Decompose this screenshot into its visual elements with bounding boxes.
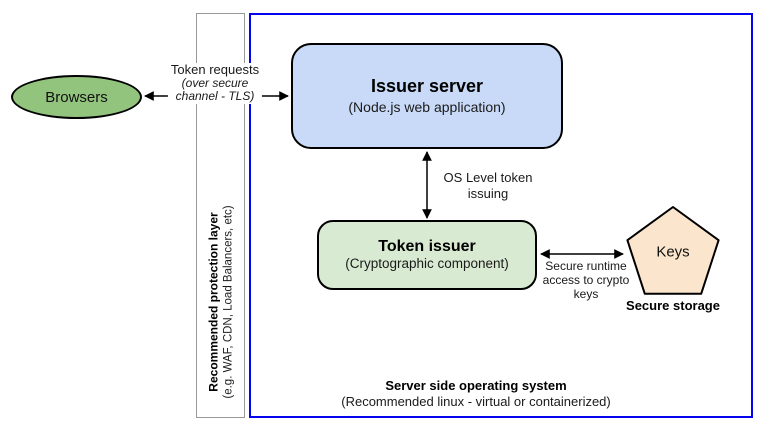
- token-requests-line3: channel - TLS): [175, 89, 255, 103]
- os-level-token-label: OS Level token issuing: [443, 170, 533, 203]
- token-requests-line2: (over secure: [181, 75, 249, 90]
- token-requests-label: Token requests (over secure channel - TL…: [167, 62, 263, 104]
- token-requests-line1: Token requests: [170, 62, 260, 77]
- protection-layer-label: Recommended protection layer (e.g. WAF, …: [206, 205, 235, 398]
- browsers-node: Browsers: [11, 75, 142, 119]
- issuer-server-node: Issuer server (Node.js web application): [291, 43, 563, 149]
- secure-storage-label: Secure storage: [626, 298, 720, 313]
- secure-runtime-line1: Secure runtime: [545, 259, 627, 273]
- keys-node: [620, 202, 726, 300]
- os-level-line2: issuing: [467, 186, 509, 202]
- browsers-label: Browsers: [45, 88, 108, 106]
- server-os-subtitle: (Recommended linux - virtual or containe…: [341, 394, 611, 410]
- server-os-label: Server side operating system (Recommende…: [341, 378, 611, 411]
- issuer-server-title: Issuer server: [370, 76, 484, 97]
- token-issuer-title: Token issuer: [378, 237, 476, 255]
- secure-runtime-label: Secure runtime access to crypto keys: [542, 259, 630, 302]
- issuer-server-subtitle: (Node.js web application): [348, 98, 506, 115]
- keys-pentagon-shape: [626, 206, 720, 295]
- server-os-title: Server side operating system: [385, 378, 567, 393]
- protection-layer-subtitle: (e.g. WAF, CDN, Load Balancers, etc): [222, 205, 235, 399]
- protection-layer-title: Recommended protection layer: [206, 212, 221, 392]
- secure-runtime-line2: access to crypto: [542, 273, 630, 288]
- token-issuer-node: Token issuer (Cryptographic component): [317, 220, 537, 290]
- os-level-line1: OS Level token: [443, 170, 533, 185]
- secure-runtime-line3: keys: [573, 287, 599, 302]
- token-issuer-subtitle: (Cryptographic component): [345, 256, 509, 272]
- keys-label: Keys: [656, 243, 690, 261]
